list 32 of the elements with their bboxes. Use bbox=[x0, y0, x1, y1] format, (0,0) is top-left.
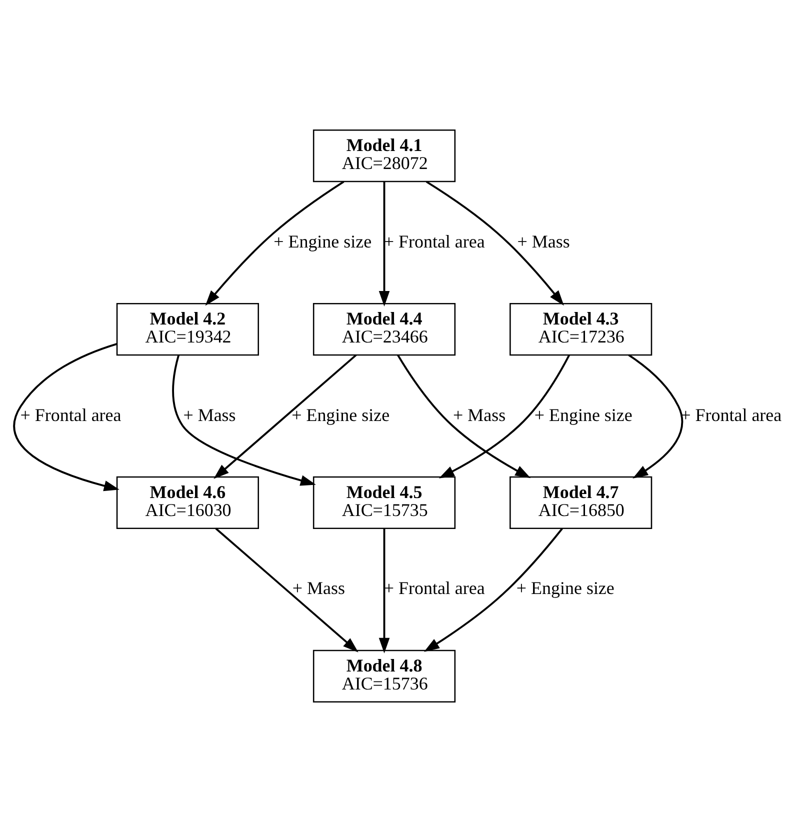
arrow bbox=[424, 528, 563, 652]
node-box: Model 4.1 AIC=28072 bbox=[312, 129, 456, 182]
node-box: Model 4.8 AIC=15736 bbox=[312, 649, 456, 702]
edge-label: + Frontal area bbox=[680, 404, 782, 424]
arrow bbox=[378, 181, 390, 306]
arrow bbox=[378, 528, 390, 653]
node-box: Model 4.4 AIC=23466 bbox=[312, 302, 456, 356]
arrow bbox=[214, 354, 357, 478]
edge-label: + Engine size bbox=[516, 578, 614, 598]
arrow bbox=[426, 180, 564, 306]
arrow bbox=[628, 354, 684, 478]
edge-label: + Engine size bbox=[292, 404, 390, 424]
arrow bbox=[397, 354, 531, 478]
edge-label: + Frontal area bbox=[384, 230, 485, 251]
node-box: Model 4.7 AIC=16850 bbox=[510, 476, 652, 529]
edge-label: + Mass bbox=[453, 404, 506, 424]
arrow bbox=[205, 180, 344, 306]
edge-label: + Mass bbox=[292, 578, 346, 598]
edge-label: + Mass bbox=[183, 404, 236, 424]
edge-label: + Frontal area bbox=[384, 578, 485, 598]
edge-label: + Frontal area bbox=[20, 404, 122, 424]
node-box: Model 4.5 AIC=15735 bbox=[312, 476, 456, 529]
node-box: Model 4.2 AIC=19342 bbox=[116, 302, 259, 356]
arrow bbox=[13, 342, 120, 491]
edge-label: + Engine size bbox=[274, 230, 372, 251]
arrow bbox=[438, 354, 570, 478]
edge-label: + Mass bbox=[517, 230, 570, 251]
edge-label: + Engine size bbox=[534, 404, 632, 424]
node-box: Model 4.3 AIC=17236 bbox=[510, 302, 652, 356]
node-box: Model 4.6 AIC=16030 bbox=[116, 476, 259, 529]
arrow bbox=[172, 354, 316, 486]
arrow bbox=[215, 527, 358, 652]
